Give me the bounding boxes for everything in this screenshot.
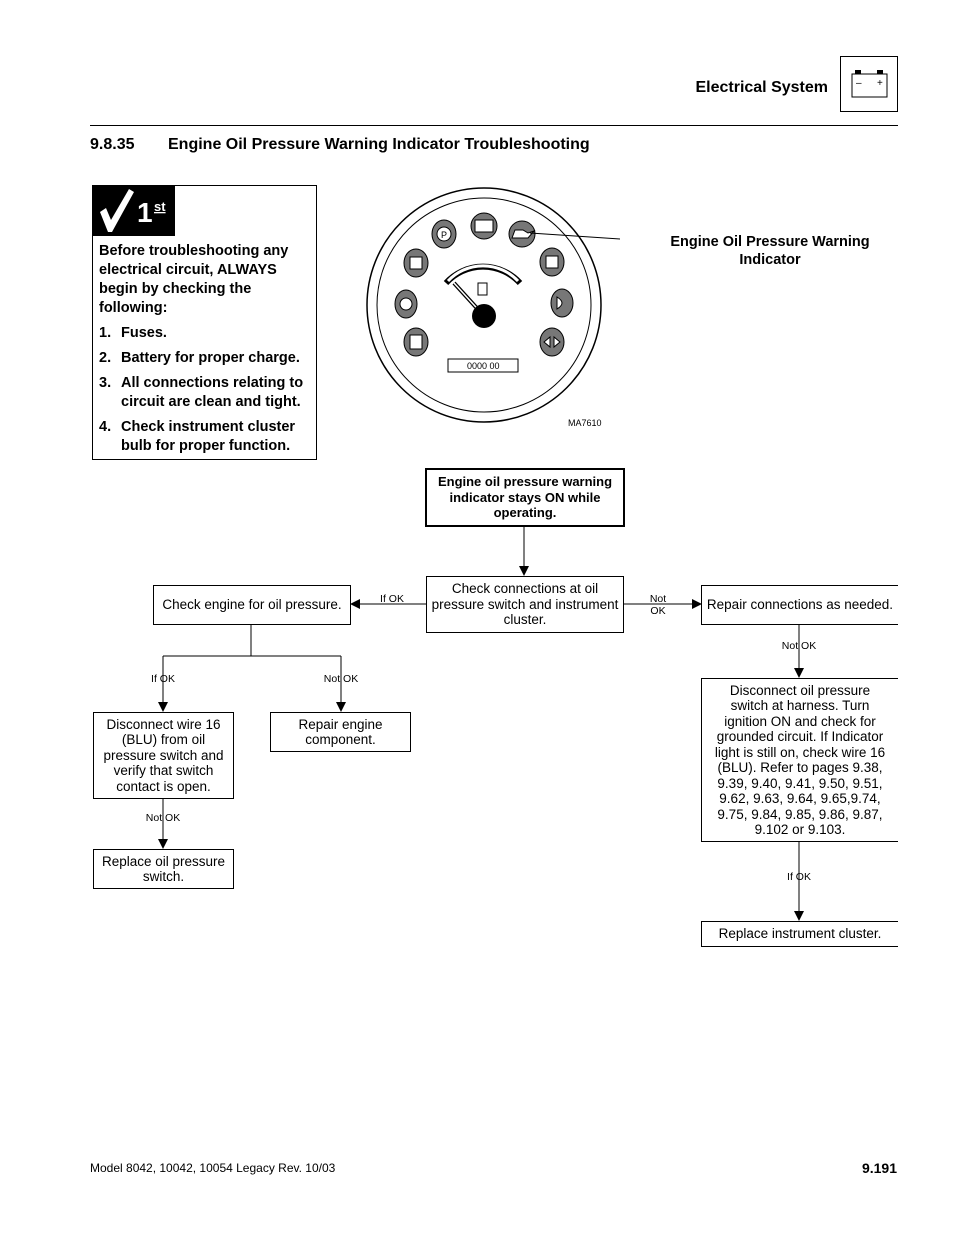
battery-lamp-icon: [470, 212, 498, 240]
replace-cluster-box: Replace instrument cluster.: [701, 921, 898, 947]
not-ok-label: Not OK: [649, 593, 667, 617]
not-ok-label: Not OK: [323, 673, 359, 685]
item-number: 4.: [99, 419, 112, 435]
fuel-icon: [477, 282, 488, 296]
footer-model: Model 8042, 10042, 10054 Legacy Rev. 10/…: [90, 1161, 336, 1175]
item-number: 3.: [99, 375, 112, 391]
check-connections-box: Check connections at oil pressure switch…: [426, 576, 624, 633]
item-text: Fuses.: [121, 325, 167, 341]
item-text: Battery for proper charge.: [121, 350, 300, 366]
header-rule: [90, 125, 898, 126]
badge-suffix: st: [154, 199, 166, 214]
repair-engine-box: Repair engine component.: [270, 712, 411, 752]
temperature-icon: [394, 289, 418, 319]
section-title: Engine Oil Pressure Warning Indicator Tr…: [168, 136, 590, 153]
page-number: 9.191: [861, 1160, 897, 1176]
section-number: 9.8.35: [90, 136, 135, 153]
first-checklist: 1. Fuses. 2. Battery for proper charge. 3.…: [99, 324, 321, 462]
not-ok-label: Not OK: [781, 640, 817, 652]
checkmark-icon: [100, 189, 134, 232]
not-ok-label: Not OK: [145, 812, 181, 824]
item-text: All connections relating to circuit are …: [121, 375, 304, 410]
headlight-icon: [550, 288, 574, 318]
callout-label: Engine Oil Pressure Warning Indicator: [670, 234, 870, 268]
filter-icon: [403, 327, 429, 357]
if-ok-label: If OK: [380, 593, 404, 605]
if-ok-label: If OK: [787, 871, 811, 883]
item-number: 1.: [99, 325, 112, 341]
repair-connections-box: Repair connections as needed.: [701, 585, 898, 625]
tilt-icon: [539, 247, 565, 277]
item-number: 2.: [99, 350, 112, 366]
badge-number: 1: [137, 197, 153, 228]
start-box: Engine oil pressure warning indicator st…: [425, 468, 625, 527]
replace-switch-box: Replace oil pressure switch.: [93, 849, 234, 889]
first-check-box: 1 st Before troubleshooting any electric…: [92, 185, 317, 460]
battery-plus-glyph: +: [877, 78, 883, 89]
battery-icon: – +: [840, 56, 898, 112]
level-icon: [403, 248, 429, 278]
figure-id: MA7610: [568, 418, 602, 428]
checklist-item: 1. Fuses.: [99, 324, 321, 343]
item-text: Check instrument cluster bulb for proper…: [121, 419, 296, 454]
svg-text:P: P: [441, 230, 447, 240]
first-intro: Before troubleshooting any electrical ci…: [99, 243, 289, 316]
park-brake-icon: P: [431, 219, 457, 249]
check-engine-box: Check engine for oil pressure.: [153, 585, 351, 625]
disconnect-wire-box: Disconnect wire 16 (BLU) from oil pressu…: [93, 712, 234, 799]
chapter-title: Electrical System: [695, 79, 828, 96]
battery-minus-glyph: –: [856, 78, 862, 89]
checklist-item: 3. All connections relating to circuit ar…: [99, 374, 321, 412]
instrument-cluster-illustration: P 0000 00: [366, 187, 620, 423]
disconnect-switch-box: Disconnect oil pressure switch at harnes…: [701, 678, 898, 842]
checklist-item: 2. Battery for proper charge.: [99, 349, 321, 368]
first-badge: 1 st: [93, 186, 175, 236]
odometer-readout: 0000 00: [467, 361, 500, 371]
if-ok-label: If OK: [151, 673, 175, 685]
oil-can-icon: [508, 220, 536, 248]
checklist-item: 4. Check instrument cluster bulb for prop…: [99, 418, 321, 456]
turn-signal-icon: [539, 327, 565, 357]
